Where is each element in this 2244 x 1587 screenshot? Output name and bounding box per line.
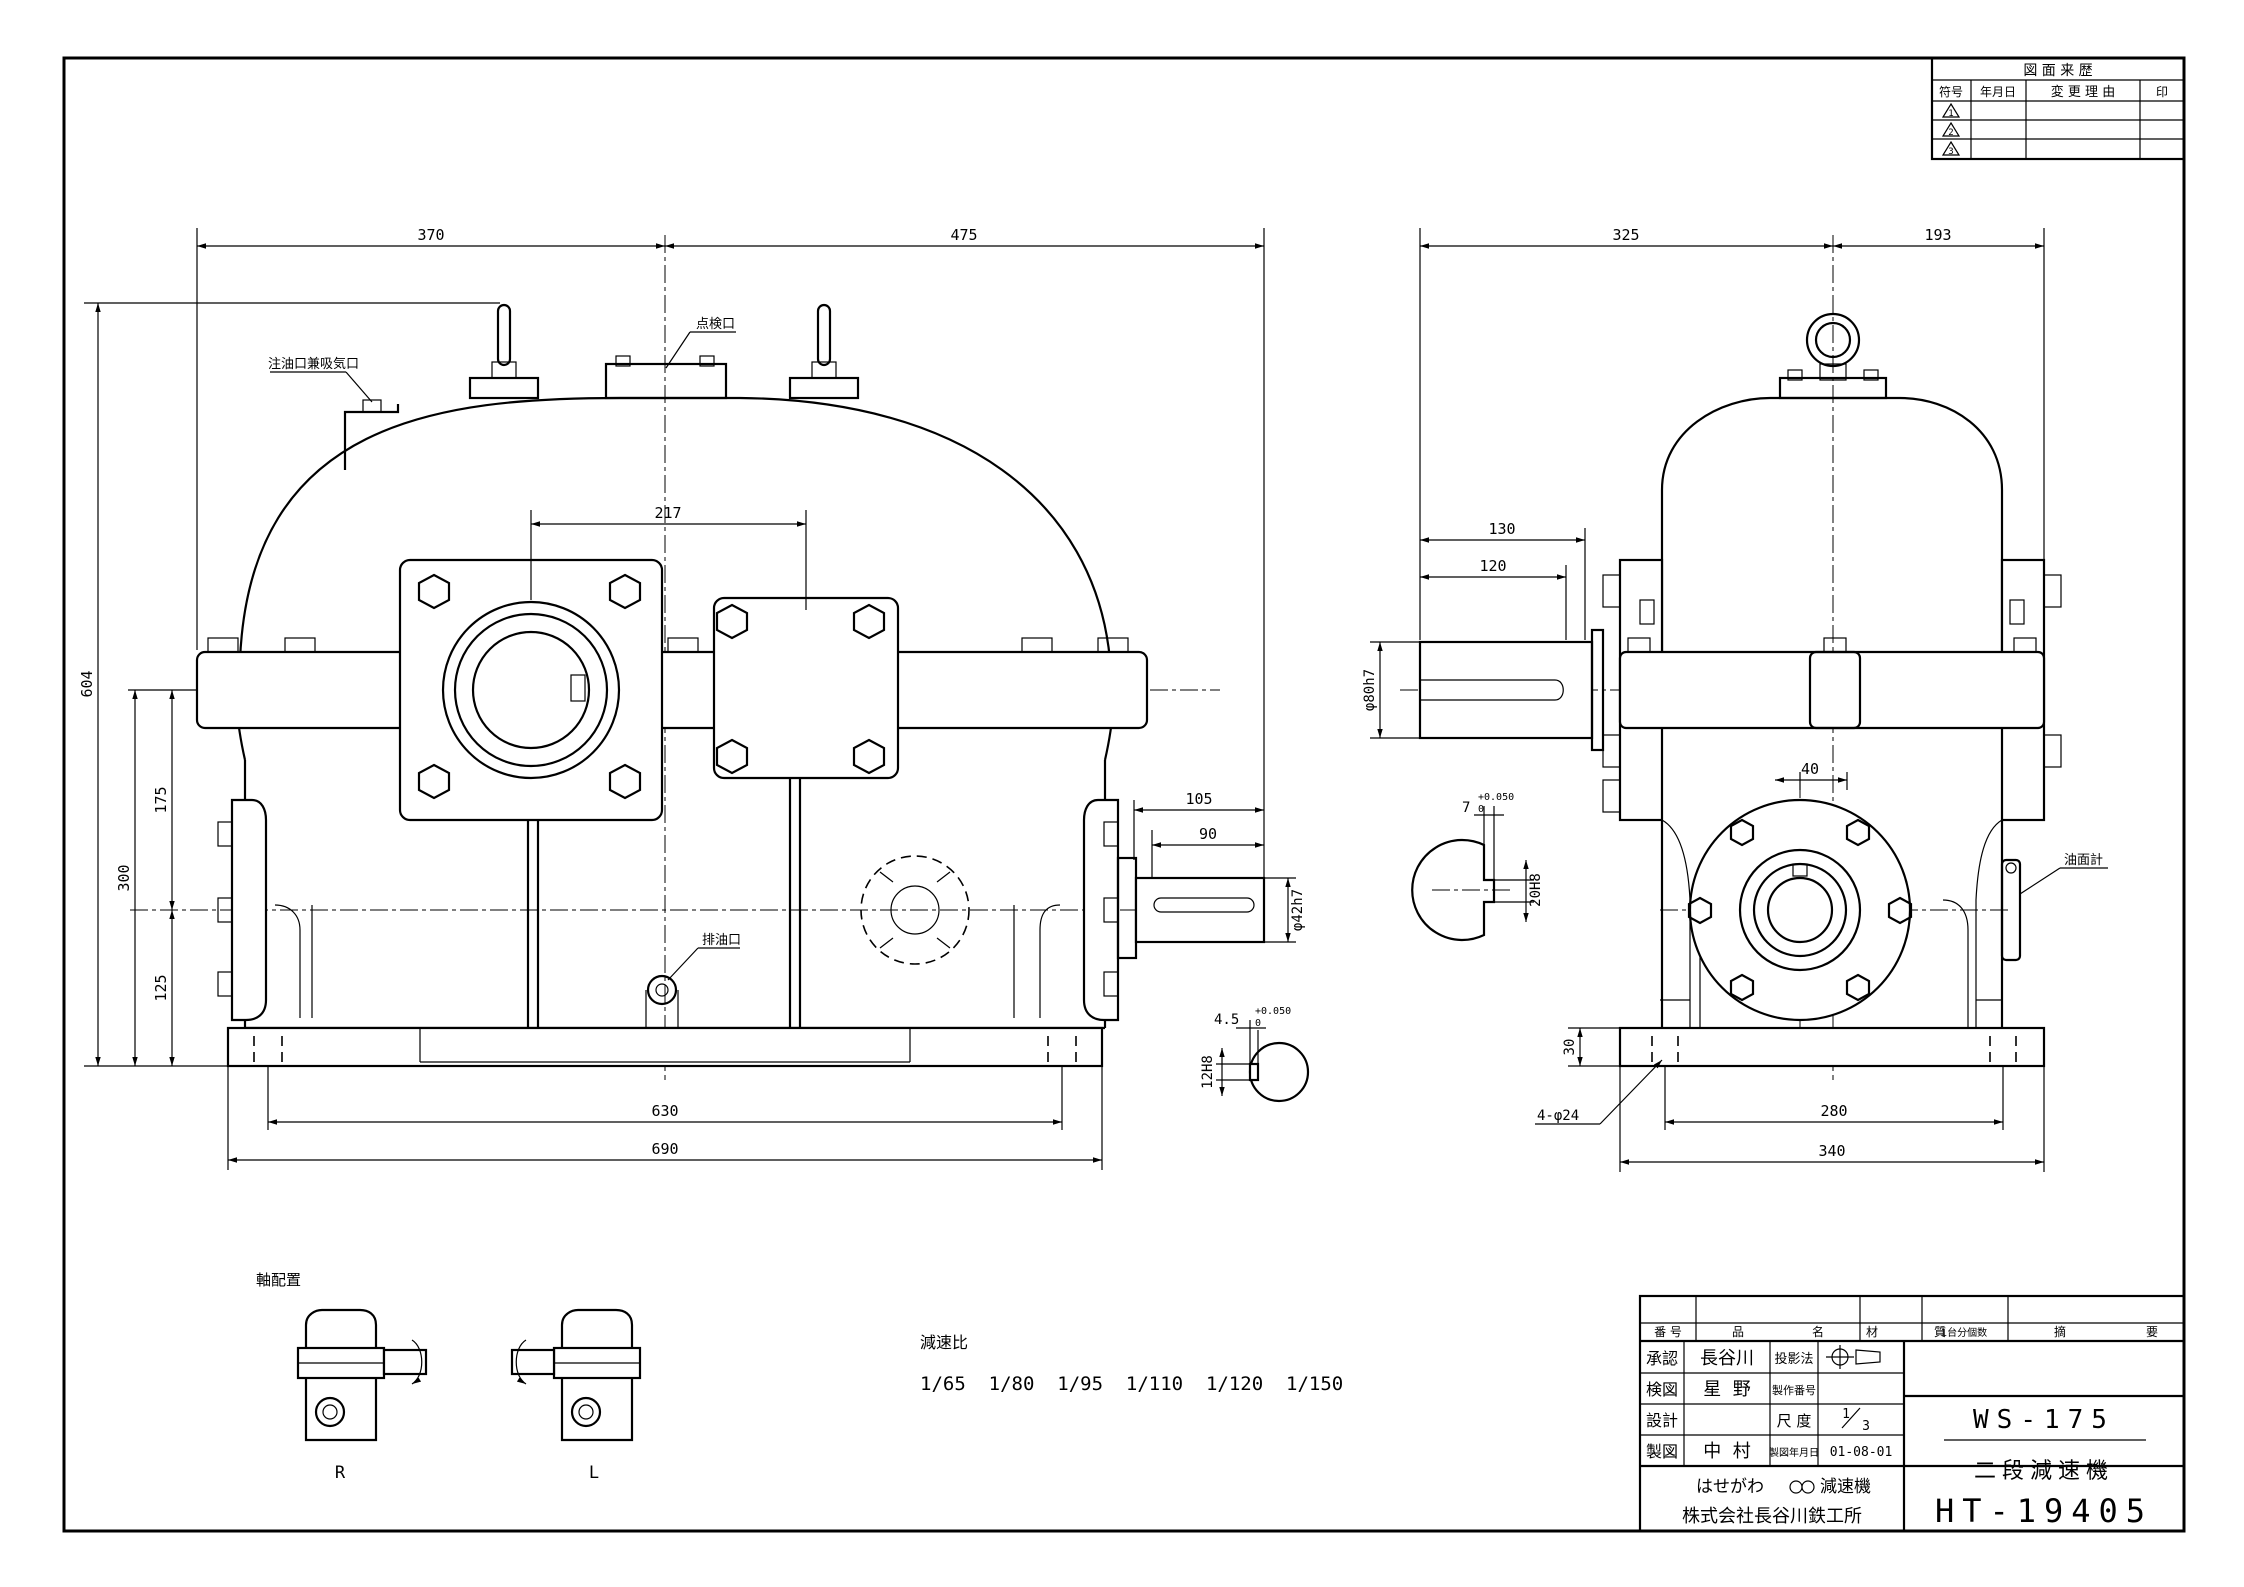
dim-40: 40 — [1801, 760, 1819, 778]
dim-30: 30 — [1562, 1039, 1578, 1056]
tb-header-material: 材 — [1866, 1325, 1878, 1339]
revision-title: 図 面 来 歴 — [2023, 63, 2092, 79]
label-oil-fill: 注油口兼吸気口 — [268, 356, 359, 372]
key-small-slot: 12H8 — [1200, 1055, 1216, 1089]
shaft-arrangement-r: R — [335, 1463, 346, 1483]
shaft-arrangement-l-icon — [510, 1308, 642, 1442]
key-small-tol: +0.050 — [1255, 1006, 1291, 1017]
dim-130: 130 — [1488, 520, 1515, 538]
company-logo: はせがわ 減速機 — [1696, 1477, 1871, 1497]
dim-475: 475 — [950, 226, 977, 244]
svg-text:2: 2 — [1948, 128, 1953, 138]
tb-row-design-field: 尺 度 — [1777, 1412, 1812, 1430]
revision-header-date: 年月日 — [1980, 85, 2016, 99]
side-view: 325 193 130 120 φ80h7 40 30 280 340 4-φ2… — [1362, 226, 2108, 1172]
dim-300: 300 — [115, 864, 133, 891]
key-large-width: 7 — [1462, 800, 1470, 816]
label-inspection: 点検口 — [696, 317, 735, 332]
svg-text:1: 1 — [1948, 109, 1953, 119]
tb-row-draft-label: 製図 — [1646, 1442, 1678, 1461]
tb-header-notes: 要 — [2146, 1325, 2158, 1339]
title-block: 番 号 品 名 材 質 1台分個数 摘 要 承認 長谷川 投影法 検図 星 野 … — [1638, 1294, 2186, 1533]
dim-280: 280 — [1820, 1102, 1847, 1120]
tb-header-name: 名 — [1812, 1324, 1824, 1339]
key-large-slot: 20H8 — [1528, 873, 1544, 907]
tb-header-quality: 質 — [1934, 1324, 1946, 1339]
tb-description: 二段減速機 — [1974, 1459, 2114, 1484]
dim-125: 125 — [152, 974, 170, 1001]
key-large-tol0: 0 — [1478, 804, 1484, 815]
tb-scale: 1 3 — [1841, 1407, 1870, 1434]
tb-company-brand: 減速機 — [1820, 1477, 1871, 1497]
tb-header-summary: 摘 — [2054, 1324, 2066, 1339]
dim-90: 90 — [1199, 825, 1217, 843]
svg-text:3: 3 — [1948, 147, 1953, 157]
shaft-arrangement-title: 軸配置 — [256, 1271, 301, 1289]
dim-325: 325 — [1612, 226, 1639, 244]
tb-row-check-field: 製作番号 — [1772, 1383, 1816, 1397]
revision-table: 図 面 来 歴 符号 年月日 変 更 理 由 印 1 2 3 — [1930, 56, 2186, 161]
ratio-values: 1/65 1/80 1/95 1/110 1/120 1/150 — [920, 1373, 1343, 1395]
revision-symbol-1: 1 — [1941, 102, 1961, 119]
label-drain: 排油口 — [702, 933, 741, 948]
tb-header-part: 品 — [1732, 1325, 1744, 1339]
tb-header-number: 番 号 — [1654, 1325, 1682, 1339]
dim-217: 217 — [654, 504, 681, 522]
revision-header-reason: 変 更 理 由 — [2051, 84, 2115, 100]
shaft-arrangement: 軸配置 R L — [256, 1271, 642, 1483]
shaft-arrangement-r-icon — [296, 1308, 428, 1442]
dim-690: 690 — [651, 1140, 678, 1158]
dim-193: 193 — [1924, 226, 1951, 244]
tb-row-draft-date: 01-08-01 — [1830, 1445, 1893, 1460]
revision-header-stamp: 印 — [2156, 85, 2168, 99]
sheet-border — [62, 56, 2186, 1533]
dim-370: 370 — [417, 226, 444, 244]
keyway-detail-small: 4.5 +0.050 0 12H8 — [1200, 1006, 1310, 1103]
revision-symbol-2: 2 — [1941, 121, 1961, 138]
tb-header-qty: 1台分個数 — [1941, 1326, 1987, 1339]
tb-row-approve-name: 長谷川 — [1700, 1348, 1754, 1369]
keyway-detail-large: 7 +0.050 0 20H8 — [1411, 792, 1544, 942]
revision-symbol-3: 3 — [1941, 140, 1961, 157]
dim-175: 175 — [152, 786, 170, 813]
shaft-arrangement-l: L — [589, 1463, 599, 1483]
tb-company-line1: はせがわ — [1696, 1477, 1764, 1497]
dim-holes: 4-φ24 — [1537, 1108, 1579, 1124]
key-small-width: 4.5 — [1214, 1012, 1239, 1028]
tb-row-check-label: 検図 — [1646, 1380, 1678, 1399]
tb-row-design-label: 設計 — [1646, 1411, 1678, 1430]
tb-row-approve-field: 投影法 — [1774, 1351, 1813, 1367]
tb-row-draft-name: 中 村 — [1703, 1441, 1750, 1462]
dim-105: 105 — [1185, 790, 1212, 808]
key-small-tol0: 0 — [1255, 1018, 1261, 1029]
dim-phi42: φ42h7 — [1290, 889, 1306, 931]
tb-row-approve-label: 承認 — [1646, 1349, 1678, 1368]
dim-120: 120 — [1479, 557, 1506, 575]
dim-phi80: φ80h7 — [1362, 669, 1378, 711]
dim-604: 604 — [78, 670, 96, 697]
tb-drawing-number: HT-19405 — [1935, 1492, 2153, 1530]
tb-scale-num: 1 — [1842, 1407, 1850, 1422]
tb-row-draft-field: 製図年月日 — [1769, 1446, 1819, 1459]
tb-row-check-name: 星 野 — [1703, 1379, 1750, 1400]
tb-company-line2: 株式会社長谷川鉄工所 — [1682, 1506, 1862, 1527]
front-view: 370 475 217 604 300 175 125 630 690 105 … — [78, 226, 1306, 1170]
dim-340: 340 — [1818, 1142, 1845, 1160]
revision-header-symbol: 符号 — [1939, 84, 1963, 99]
key-large-tol: +0.050 — [1478, 792, 1514, 803]
label-oil-gauge: 油面計 — [2064, 852, 2103, 868]
projection-method-icon — [1826, 1345, 1881, 1369]
ratio-title: 減速比 — [920, 1333, 968, 1352]
dim-630: 630 — [651, 1102, 678, 1120]
tb-model: WS-175 — [1973, 1405, 2115, 1435]
tb-scale-den: 3 — [1862, 1419, 1870, 1434]
